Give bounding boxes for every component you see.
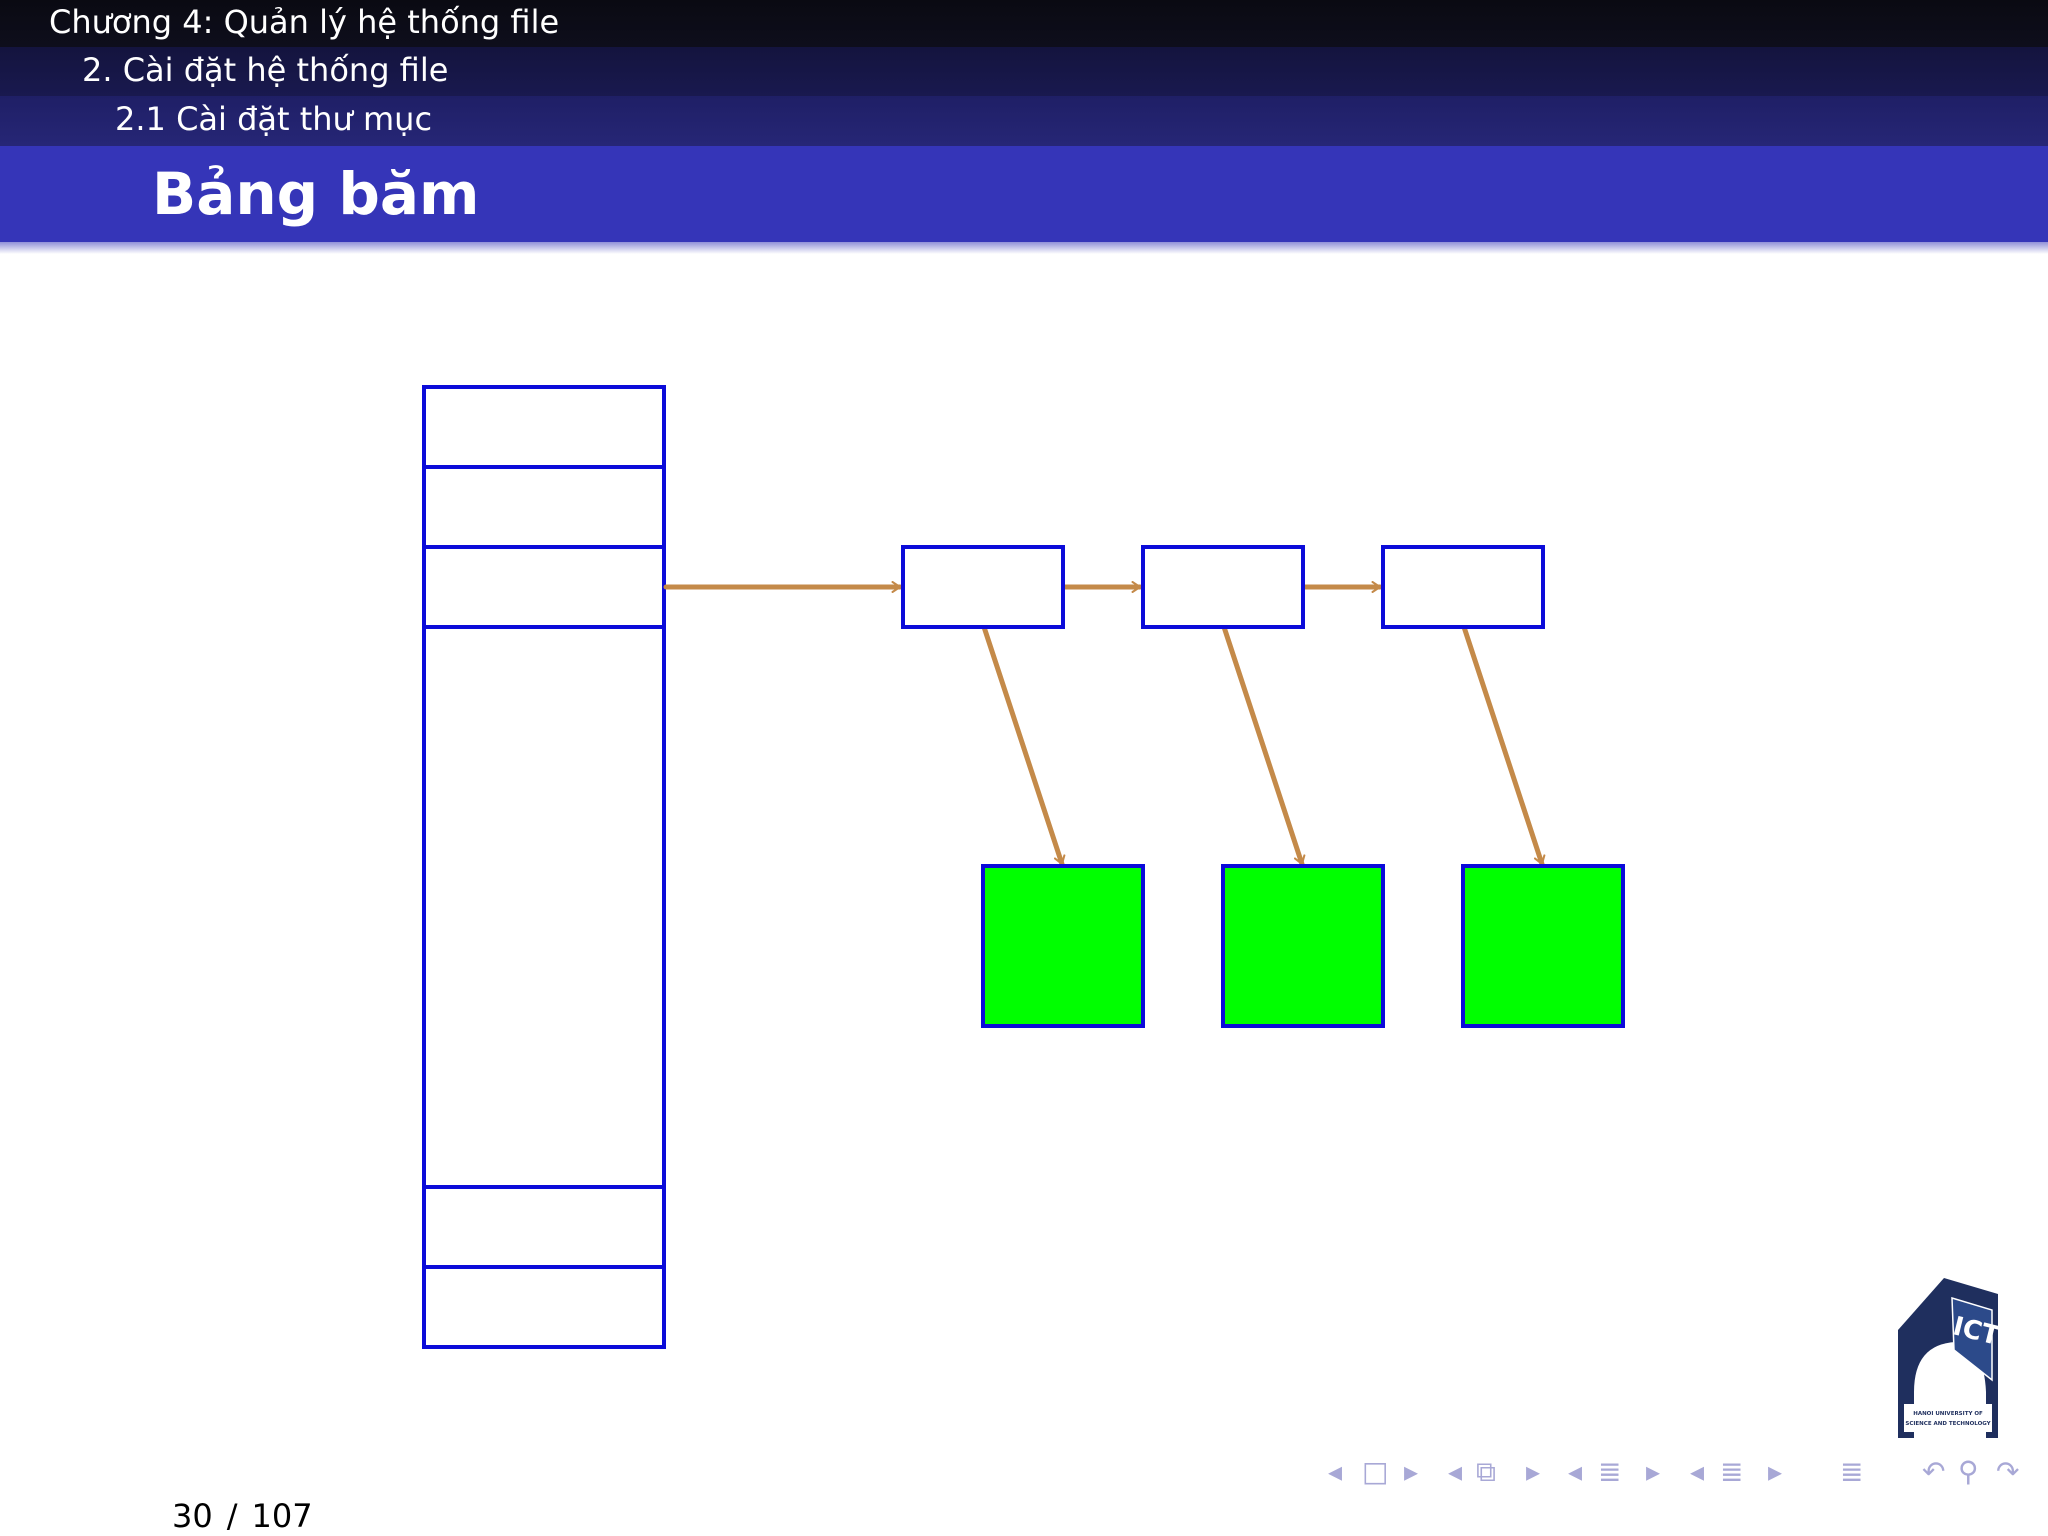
next-subsection-icon[interactable]: ▸ <box>1526 1455 1541 1488</box>
prev-part-icon[interactable]: ◂ <box>1690 1455 1705 1488</box>
hash-table <box>422 385 666 1349</box>
university-logo: ICT HANOI UNIVERSITY OF SCIENCE AND TECH… <box>1898 1278 2000 1438</box>
hash-table-slot <box>422 545 666 629</box>
toc-icon[interactable]: ≣ <box>1840 1455 1864 1488</box>
hash-table-slot <box>422 1265 666 1349</box>
arrow-entry-2-to-block-2 <box>1221 624 1302 867</box>
header-subsection[interactable]: 2. Cài đặt hệ thống file <box>0 47 2048 96</box>
data-blocks <box>981 864 1625 1028</box>
hash-table-slot <box>422 625 666 1189</box>
data-block <box>981 864 1145 1028</box>
page-counter: 30 / 107 <box>172 1496 313 1536</box>
arrow-entry-3-to-block-3 <box>1461 624 1542 867</box>
header-subsubsection[interactable]: 2.1 Cài đặt thư mục <box>0 96 2048 146</box>
redo-icon[interactable]: ↷ <box>1996 1455 2020 1488</box>
title-shadow <box>0 242 2048 254</box>
frame-icon[interactable]: □ <box>1362 1455 1389 1488</box>
subsection-icon[interactable]: ⧉ <box>1476 1455 1496 1488</box>
total-pages: 107 <box>251 1497 313 1535</box>
slide-title: Bảng băm <box>0 146 2048 242</box>
hash-table-slot <box>422 1185 666 1269</box>
prev-section-icon[interactable]: ◂ <box>1568 1455 1583 1488</box>
logo-caption-line2: SCIENCE AND TECHNOLOGY <box>1905 1421 1991 1427</box>
undo-icon[interactable]: ↶ <box>1922 1455 1946 1488</box>
next-part-icon[interactable]: ▸ <box>1768 1455 1783 1488</box>
search-icon[interactable]: ⚲ <box>1958 1455 1979 1488</box>
header-section[interactable]: Chương 4: Quản lý hệ thống file <box>0 0 2048 47</box>
current-page: 30 <box>172 1497 213 1535</box>
chain-entry <box>1141 545 1305 629</box>
section-icon[interactable]: ≣ <box>1598 1455 1622 1488</box>
data-block <box>1221 864 1385 1028</box>
chain-entries <box>901 545 1545 629</box>
prev-frame-icon[interactable]: ◂ <box>1328 1455 1343 1488</box>
part-icon[interactable]: ≣ <box>1720 1455 1744 1488</box>
arrow-entry-1-to-block-1 <box>981 624 1062 867</box>
hash-table-slot <box>422 385 666 469</box>
chain-arrows <box>663 587 1542 867</box>
next-section-icon[interactable]: ▸ <box>1646 1455 1661 1488</box>
next-frame-icon[interactable]: ▸ <box>1404 1455 1419 1488</box>
hash-table-slot <box>422 465 666 549</box>
navigation-bar: ◂ □ ▸ ◂ ⧉ ▸ ◂ ≣ ▸ ◂ ≣ ▸ ≣ ↶ ⚲ ↷ <box>1318 1452 2038 1492</box>
page-separator: / <box>226 1497 238 1535</box>
chain-entry <box>901 545 1065 629</box>
data-block <box>1461 864 1625 1028</box>
prev-subsection-icon[interactable]: ◂ <box>1448 1455 1463 1488</box>
chain-entry <box>1381 545 1545 629</box>
logo-caption-line1: HANOI UNIVERSITY OF <box>1913 1411 1983 1417</box>
